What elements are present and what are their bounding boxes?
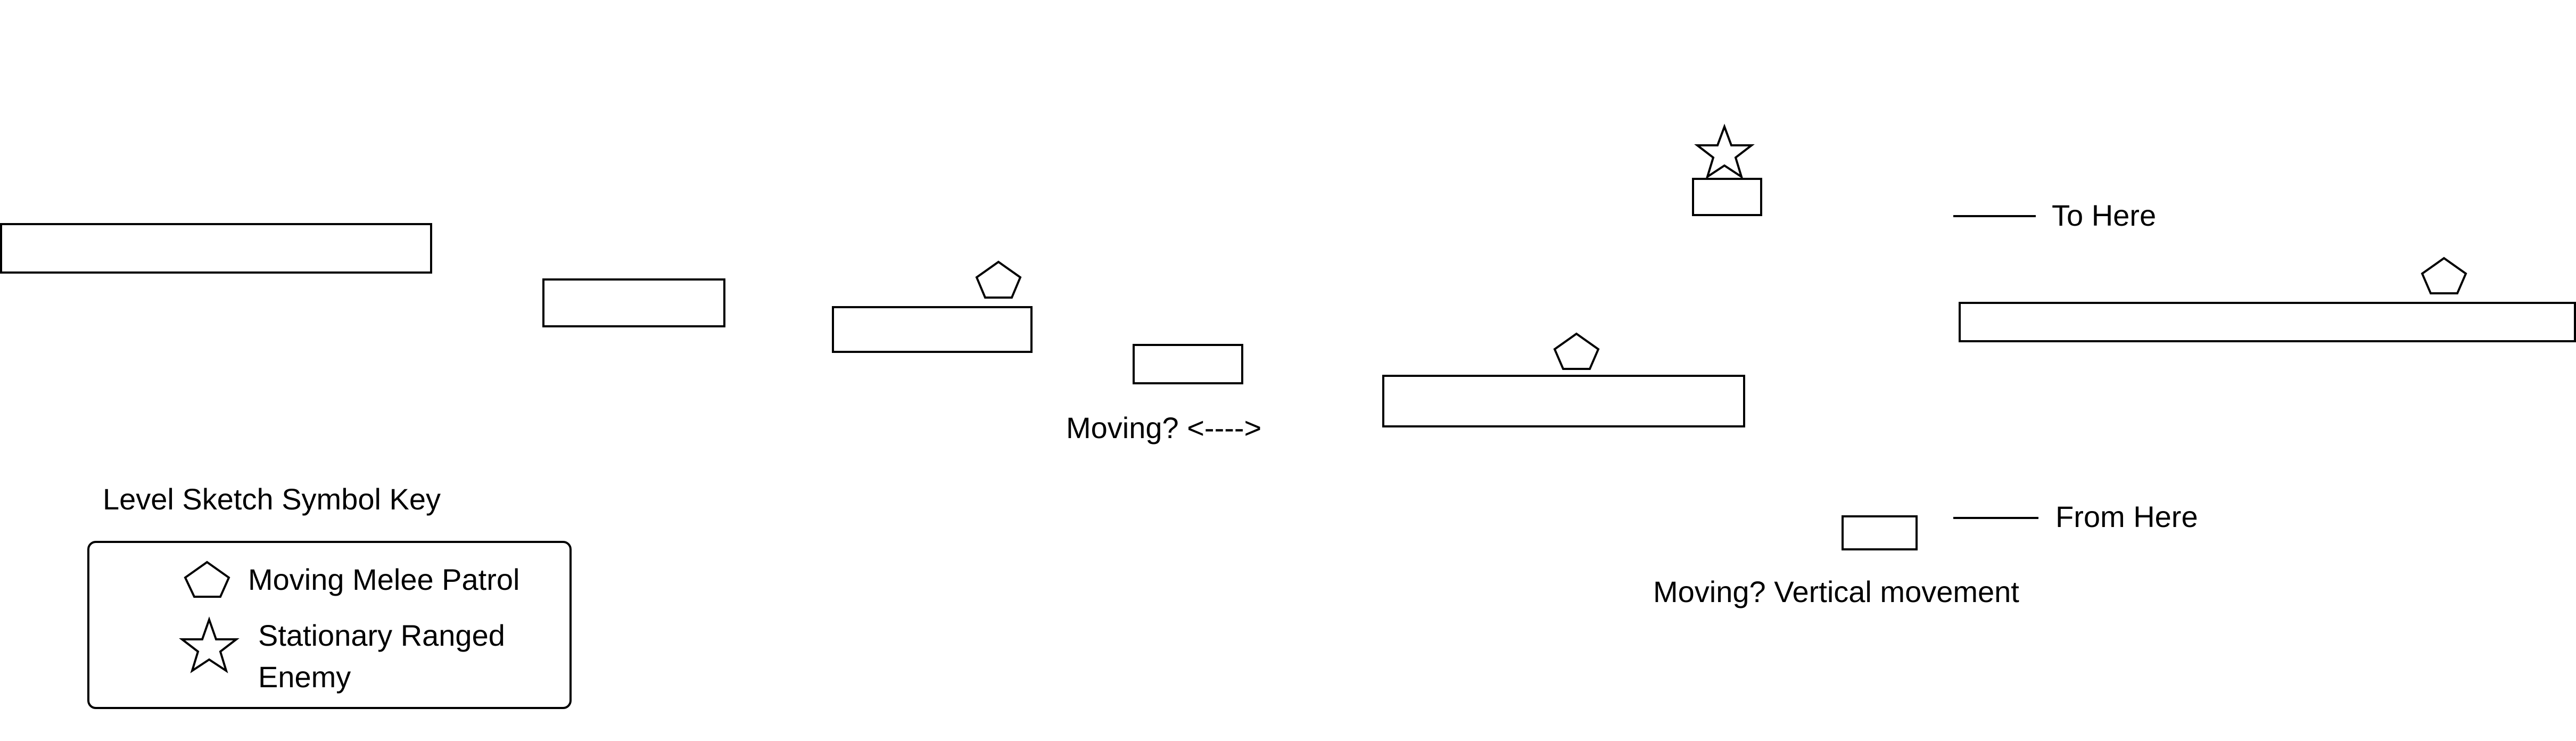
platform-top-small bbox=[1692, 178, 1762, 216]
legend-patrol-label: Moving Melee Patrol bbox=[248, 563, 519, 596]
platform-3 bbox=[832, 306, 1033, 353]
platform-moving-horizontal bbox=[1133, 344, 1243, 384]
star-icon bbox=[1694, 124, 1755, 179]
pentagon-icon bbox=[2421, 257, 2467, 294]
legend-ranged-label-line1: Stationary Ranged bbox=[258, 619, 505, 652]
pentagon-icon bbox=[184, 561, 230, 598]
legend-title: Level Sketch Symbol Key bbox=[103, 482, 441, 516]
pentagon-icon bbox=[1553, 332, 1600, 370]
legend-ranged-label-line2: Enemy bbox=[258, 660, 351, 694]
star-icon bbox=[179, 616, 240, 673]
platform-2 bbox=[542, 278, 725, 327]
platform-start bbox=[0, 223, 432, 274]
platform-end bbox=[1959, 302, 2576, 342]
pentagon-icon bbox=[975, 260, 1022, 299]
from-here-label: From Here bbox=[2055, 500, 2198, 533]
platform-moving-vertical bbox=[1842, 515, 1918, 550]
to-here-label: To Here bbox=[2052, 199, 2156, 232]
moving-horizontal-label: Moving? <----> bbox=[1066, 411, 1261, 444]
platform-5 bbox=[1382, 375, 1745, 427]
moving-vertical-label: Moving? Vertical movement bbox=[1653, 575, 2019, 608]
